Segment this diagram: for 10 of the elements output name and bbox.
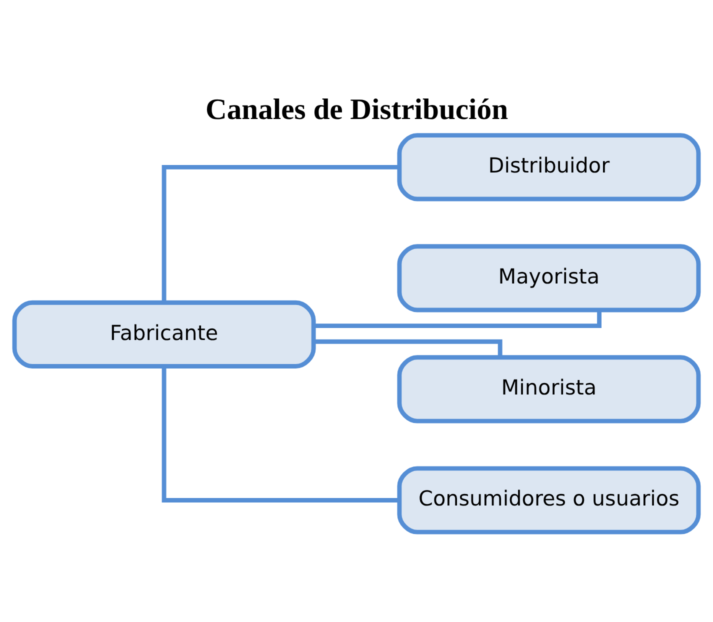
node-box: Distribuidor xyxy=(397,132,701,201)
node-box: Minorista xyxy=(397,354,701,423)
connector xyxy=(162,164,400,302)
node-box: Fabricante xyxy=(12,300,316,368)
diagram-title: Canales de Distribución xyxy=(206,94,508,126)
node-box: Consumidores o usuarios xyxy=(397,466,701,534)
connector xyxy=(314,338,502,357)
connector xyxy=(162,366,400,502)
connector xyxy=(314,310,602,328)
node-box: Mayorista xyxy=(397,244,701,312)
